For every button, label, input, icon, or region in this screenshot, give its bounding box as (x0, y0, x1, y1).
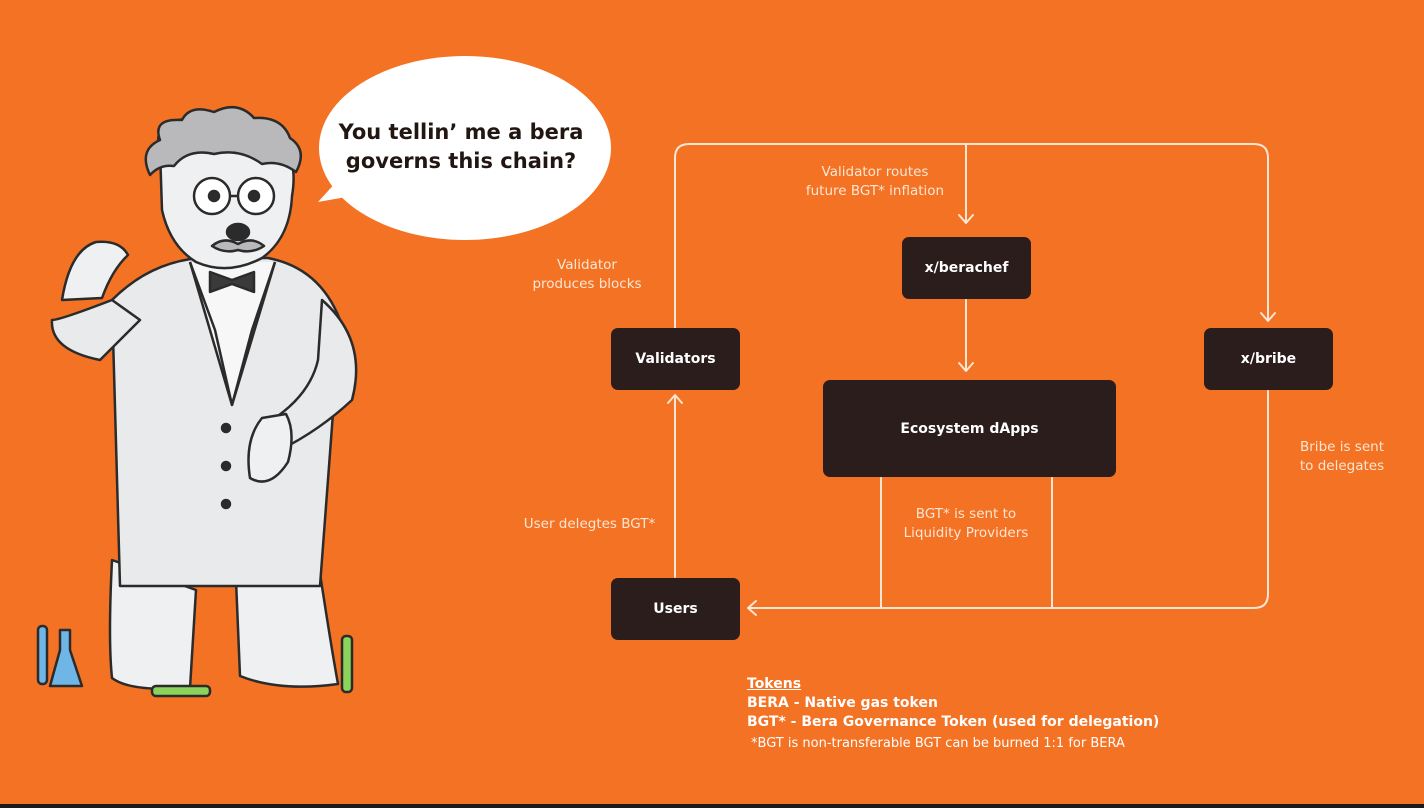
label-bgt-sent: BGT* is sent to Liquidity Providers (886, 505, 1046, 543)
speech-line-2: governs this chain? (345, 149, 577, 173)
label-produces-blocks-line1: Validator (557, 257, 617, 273)
speech-bubble (318, 56, 611, 240)
loop-line-bottom (747, 390, 1269, 609)
node-validators-label: Validators (635, 351, 716, 367)
arrow-head-berachef (958, 214, 974, 224)
tokens-legend: Tokens BERA - Native gas token BGT* - Be… (747, 675, 1159, 754)
speech-line-1: You tellin’ me a bera (338, 120, 584, 144)
node-ecosystem-dapps: Ecosystem dApps (823, 380, 1116, 477)
arrow-head-bribe (1260, 312, 1276, 322)
label-bribe-sent-line2: to delegates (1299, 458, 1385, 474)
node-validators: Validators (611, 328, 740, 390)
label-user-delegates: User delegtes BGT* (512, 515, 667, 534)
node-users-label: Users (653, 601, 698, 617)
label-validator-routes-line2: future BGT* inflation (805, 183, 945, 199)
node-berachef: x/berachef (902, 237, 1031, 299)
label-user-delegates-line1: User delegtes BGT* (523, 516, 656, 532)
node-berachef-label: x/berachef (924, 260, 1009, 276)
label-validator-routes-line1: Validator routes (821, 164, 929, 180)
label-bgt-sent-line1: BGT* is sent to (915, 506, 1017, 522)
node-bribe-label: x/bribe (1240, 351, 1297, 367)
label-bribe-sent-line1: Bribe is sent (1300, 439, 1384, 455)
speech-bubble-text: You tellin’ me a bera governs this chain… (330, 118, 592, 176)
label-bribe-sent: Bribe is sent to delegates (1286, 438, 1398, 476)
label-produces-blocks: Validator produces blocks (522, 256, 652, 294)
legend-bera: BERA - Native gas token (747, 695, 938, 711)
bottom-border (0, 804, 1424, 808)
node-users: Users (611, 578, 740, 640)
arrow-head-validators (667, 394, 683, 404)
arrow-head-ecosystem (958, 362, 974, 372)
legend-bgt: BGT* - Bera Governance Token (used for d… (747, 714, 1160, 730)
node-bribe: x/bribe (1204, 328, 1333, 390)
legend-heading: Tokens (747, 676, 802, 692)
label-produces-blocks-line2: produces blocks (532, 276, 642, 292)
bear-professor-icon (36, 105, 358, 698)
node-ecosystem-label: Ecosystem dApps (900, 420, 1039, 437)
label-bgt-sent-line2: Liquidity Providers (903, 525, 1029, 541)
loop-line-top (674, 143, 1269, 329)
arrow-head-users (747, 600, 757, 616)
legend-note: *BGT is non-transferable BGT can be burn… (751, 736, 1125, 751)
label-validator-routes: Validator routes future BGT* inflation (795, 163, 955, 201)
